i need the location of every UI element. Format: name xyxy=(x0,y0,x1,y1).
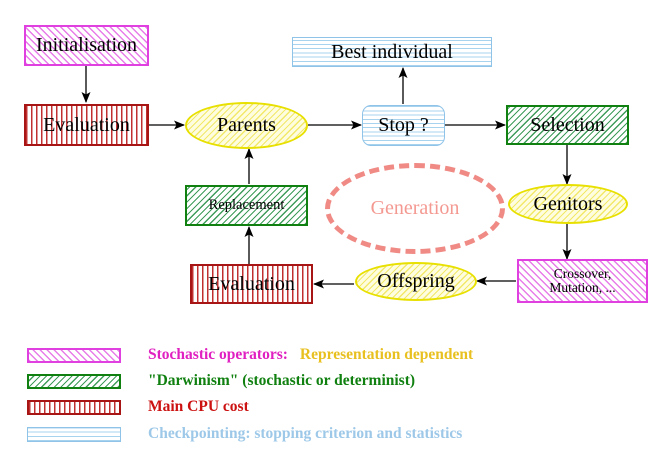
node-best-individual-label: Best individual xyxy=(331,40,453,63)
legend-label-representation: Representation dependent xyxy=(299,346,474,363)
group-generation-label: Generation xyxy=(370,197,460,219)
legend-swatch-magenta-hatch xyxy=(27,347,121,363)
legend-swatch-green-hatch xyxy=(27,373,121,389)
legend-swatch-blue-lines xyxy=(27,426,121,442)
legend-row-stochastic: Stochastic operators: Representation dep… xyxy=(27,345,473,365)
legend-label-stochastic: Stochastic operators: xyxy=(148,346,288,363)
node-stop[interactable]: Stop ? xyxy=(362,105,445,146)
legend-row-checkpointing: Checkpointing: stopping criterion and st… xyxy=(27,424,462,444)
node-evaluation-bottom-label: Evaluation xyxy=(208,272,295,295)
node-parents-label: Parents xyxy=(217,114,276,136)
legend-swatch-red-hatch xyxy=(27,399,121,415)
group-generation: Generation xyxy=(325,163,505,254)
legend-row-cpu: Main CPU cost xyxy=(27,397,249,417)
node-crossover-label-line2: Mutation, ... xyxy=(549,280,616,295)
node-evaluation-top-label: Evaluation xyxy=(43,113,130,136)
node-replacement-label: Replacement xyxy=(208,196,285,213)
node-crossover-mutation[interactable]: Crossover, Mutation, ... xyxy=(517,259,648,303)
node-selection[interactable]: Selection xyxy=(506,105,629,145)
node-evaluation-top[interactable]: Evaluation xyxy=(24,104,149,146)
node-stop-label: Stop ? xyxy=(378,114,429,136)
node-parents[interactable]: Parents xyxy=(185,102,308,149)
node-genitors[interactable]: Genitors xyxy=(508,184,628,224)
node-selection-label: Selection xyxy=(530,113,605,136)
node-evaluation-bottom[interactable]: Evaluation xyxy=(190,264,313,304)
node-best-individual[interactable]: Best individual xyxy=(292,37,492,67)
node-offspring-label: Offspring xyxy=(377,270,455,292)
node-replacement[interactable]: Replacement xyxy=(185,185,308,226)
node-offspring[interactable]: Offspring xyxy=(355,262,477,301)
legend-label-checkpointing: Checkpointing: stopping criterion and st… xyxy=(148,425,463,442)
node-crossover-label-line1: Crossover, xyxy=(553,265,612,281)
node-initialisation-label: Initialisation xyxy=(35,34,138,56)
legend-label-cpu: Main CPU cost xyxy=(148,398,249,415)
node-initialisation[interactable]: Initialisation xyxy=(24,25,149,66)
legend-label-darwinism: "Darwinism" (stochastic or determinist) xyxy=(148,372,416,389)
node-genitors-label: Genitors xyxy=(533,192,603,215)
legend-row-darwinism: "Darwinism" (stochastic or determinist) xyxy=(27,371,415,391)
